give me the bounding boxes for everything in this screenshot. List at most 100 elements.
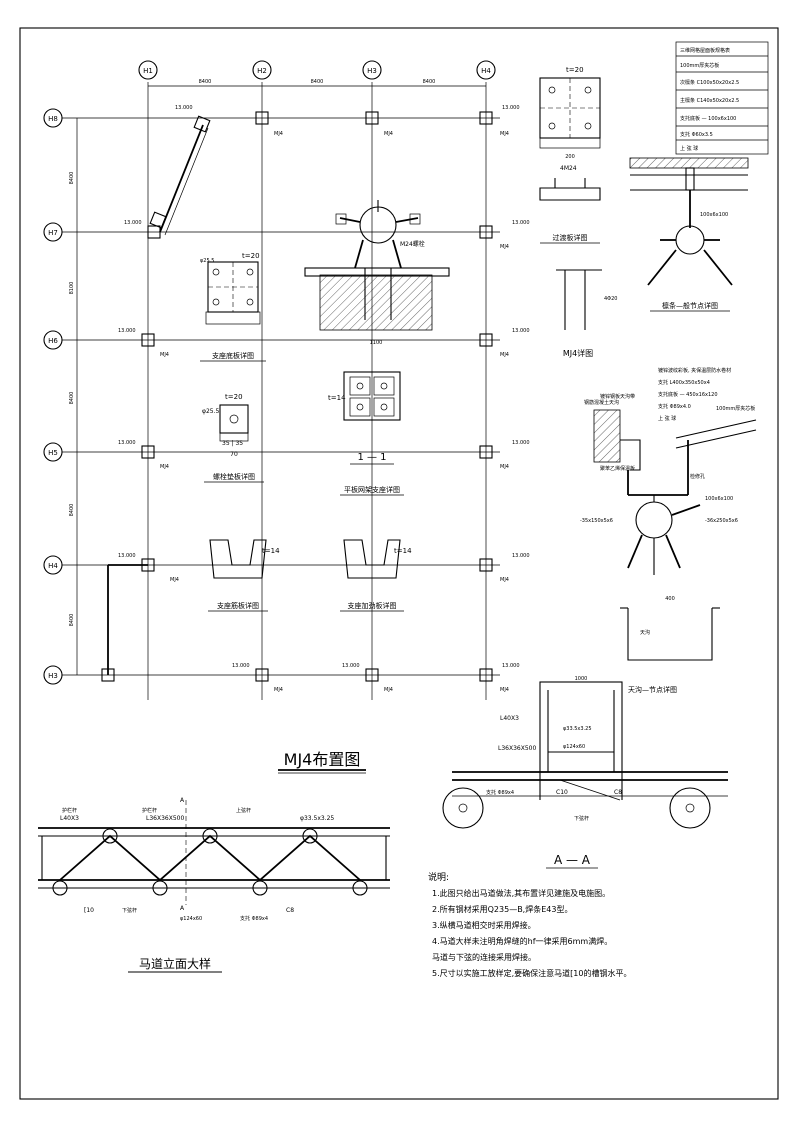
grid-row-label: H4 [48,562,58,570]
node-label: MJ4 [500,464,509,470]
bolt-label: 4M24 [560,165,577,172]
elevation-label: 13.000 [175,105,193,111]
member-label: φ124x60 [563,744,585,750]
elevation-label: 13.000 [512,553,530,559]
table-title: 三维网格屋面板规格表 [680,47,730,54]
flat-plate-support-detail: M24螺栓 1100 t=14 1 — 1 平板网架支座详图 [304,200,450,496]
note-item: 2.所有钢材采用Q235—B,焊条E43型。 [432,904,572,914]
grid-bubble [138,60,158,80]
rib-plate-2-detail: t=14 支座加劲板详图 [340,539,412,612]
dim-label: 100x6x100 [705,496,733,502]
thickness-label: t=20 [566,66,584,74]
dim-label: 1000 [575,676,588,682]
section-mark: A [180,797,185,804]
dim-label: 100x6x100 [700,212,728,218]
note-label: 支托 Φ89x4.0 [658,403,691,410]
member-label: 下弦杆 [574,815,589,822]
member-label: 支托 Φ89x4 [486,789,514,796]
note-label: 上 弦 球 [658,415,676,422]
elevation-label: 13.000 [118,553,136,559]
walkway-elevation: A A L40X3 L36X36X500 φ33.5x3.25 护栏杆 护栏杆 … [38,797,390,973]
mj4-layout-plan: H1 H2 H3 H4 H8 H7 H6 H5 H4 H3 8400 8400 … [43,60,530,774]
node-label: MJ4 [500,352,509,358]
mj4-spec-table: 三维网格屋面板规格表 100mm厚夹芯板 次檩条 C100x50x20x2.5 … [675,41,769,155]
node-label: MJ4 [160,352,169,358]
dim-label: 200 [565,154,575,160]
transition-plate-detail: t=20 200 4M24 过渡板详图 4Φ20 MJ4详图 [539,66,617,358]
node-label: MJ4 [384,687,393,693]
elevation-label: 13.000 [512,328,530,334]
member-label: [10 [84,907,94,914]
note-label: 支托 L400x350x50x4 [658,379,710,386]
member-label: C10 [556,789,568,796]
table-row: 主檩条 C140x50x20x2.5 [680,97,739,104]
note-label: 聚苯乙烯保温板 [600,465,635,472]
grid-bubble [362,60,382,80]
grid-bubble [476,60,496,80]
detail-title: 马道立面大样 [139,956,211,971]
dim-label: 70 [230,451,238,458]
note-label: 天沟 [640,629,650,636]
elevation-label: 13.000 [342,663,360,669]
note-item: 马道与下弦的连接采用焊接。 [432,952,536,962]
member-label: C8 [286,907,294,914]
detail-title: 支座加劲板详图 [348,601,397,610]
grid-row-label: H5 [48,449,58,457]
node-label: MJ4 [500,577,509,583]
detail-title: 支座筋板详图 [217,601,259,610]
thickness-label: t=14 [394,547,412,555]
elevation-label: 13.000 [502,663,520,669]
node-label: MJ4 [170,577,179,583]
dim-label: 8400 [199,79,212,85]
thickness-label: t=14 [262,547,280,555]
dim-label: 4Φ20 [604,296,617,302]
grid-bubble [252,60,272,80]
section-title: 1 — 1 [357,452,386,463]
grid-row-label: H3 [48,672,58,680]
member-label: 支托 Φ89x4 [240,915,268,922]
dim-label: 8400 [69,504,75,517]
node-label: MJ4 [500,131,509,137]
detail-title: 平板网架支座详图 [344,485,400,494]
member-label: L36X36X500 [146,815,184,822]
member-label: 上弦杆 [236,807,251,814]
notes-heading: 说明: [428,871,449,883]
node-label: MJ4 [384,131,393,137]
dim-label: 8400 [69,172,75,185]
dim-label: 8400 [69,614,75,627]
purlin-node-detail: 100x6x100 檩条—般节点详图 [629,157,749,312]
node-label: MJ4 [160,464,169,470]
member-label: L36X36X500 [498,745,536,752]
detail-title: 过渡板详图 [553,233,588,242]
grid-col-label: H1 [143,67,153,75]
dim-label: 8400 [423,79,436,85]
thickness-label: t=14 [328,394,346,402]
bolt-label: M24螺栓 [400,240,425,248]
elevation-label: 13.000 [124,220,142,226]
thickness-label: t=20 [242,252,260,260]
dim-label: -35x150x5x6 [580,518,613,524]
note-item: 4.马道大样未注明角焊缝的hf一律采用6mm满焊。 [432,936,612,946]
support-plate-detail: t=20 φ25.5 支座底板详图 [200,252,266,362]
elevation-label: 13.000 [232,663,250,669]
note-label: 支托底板 — 450x16x120 [658,391,718,398]
grid-row-label: H8 [48,115,58,123]
table-row: 100mm厚夹芯板 [680,62,719,69]
detail-title: 螺栓垫板详图 [213,472,255,481]
note-label: 镀锌钢板天沟带 [600,393,635,400]
dim-label: 400 [665,596,675,602]
detail-title: 支座底板详图 [212,351,254,360]
thickness-label: t=20 [225,393,243,401]
table-row: 次檩条 C100x50x20x2.5 [680,79,739,86]
elevation-label: 13.000 [512,440,530,446]
grid-col-label: H4 [481,67,491,75]
general-notes: 说明: 1.此图只给出马道做法,其布置详见建施及电施图。 2.所有钢材采用Q23… [428,871,631,978]
node-label: MJ4 [500,244,509,250]
sheet-border [19,27,779,1100]
note-label: 100mm厚夹芯板 [716,405,755,412]
node-label: MJ4 [274,687,283,693]
member-label: φ33.5x3.25 [300,815,334,822]
elevation-label: 13.000 [512,220,530,226]
dim-label: -36x250x5x6 [705,518,738,524]
